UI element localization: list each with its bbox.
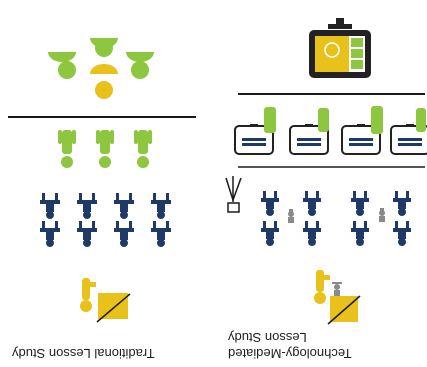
- robot-camera-icon: [288, 209, 294, 223]
- observer-icon: [95, 39, 113, 57]
- student-icon: [393, 191, 411, 216]
- left-panel: [8, 38, 196, 323]
- board-icon: [98, 293, 128, 319]
- student-icon: [303, 221, 321, 246]
- monitor-icon: [309, 18, 371, 78]
- student-icon: [151, 221, 171, 247]
- teacher-head-icon: [90, 64, 118, 74]
- teacher-group-top: [48, 38, 154, 99]
- student-icon: [351, 191, 369, 216]
- student-icon: [77, 193, 97, 219]
- right-panel: [225, 18, 427, 325]
- observer-row: [58, 130, 152, 168]
- student-icon: [114, 193, 134, 219]
- camera-tripod-icon: [225, 176, 242, 213]
- observer-head-icon: [48, 52, 76, 62]
- teacher-icon: [316, 270, 324, 292]
- observer-icon: [134, 130, 152, 168]
- students-grid: [40, 193, 171, 247]
- teacher-icon: [82, 278, 90, 300]
- observer-icon: [131, 61, 149, 79]
- student-icon: [40, 193, 60, 219]
- student-icon: [351, 221, 369, 246]
- observer-head-icon: [126, 52, 154, 62]
- observer-icon: [58, 130, 76, 168]
- teacher-at-board: [314, 270, 361, 325]
- student-icon: [261, 191, 279, 216]
- robot-camera-icon: [332, 282, 342, 296]
- right-panel-caption-line2: Lesson Study: [228, 330, 307, 345]
- student-icon: [393, 221, 411, 246]
- student-icon: [261, 221, 279, 246]
- observer-icon: [416, 108, 426, 132]
- teacher-at-board: [80, 278, 131, 323]
- observer-icon: [96, 130, 114, 168]
- right-panel-caption-line1: Technology-Mediated: [228, 346, 352, 361]
- student-icon: [40, 221, 60, 247]
- student-icon: [114, 221, 134, 247]
- student-icon: [77, 221, 97, 247]
- remote-observer-row: [234, 106, 427, 155]
- students-grid: [261, 191, 411, 246]
- student-icon: [303, 191, 321, 216]
- robot-camera-icon: [379, 208, 385, 222]
- left-panel-caption: Traditional Lesson Study: [12, 346, 155, 361]
- observer-icon: [58, 61, 76, 79]
- student-icon: [151, 193, 171, 219]
- teacher-icon: [95, 81, 113, 99]
- observer-icon: [318, 108, 329, 132]
- observer-icon: [264, 107, 276, 133]
- observer-icon: [371, 106, 383, 134]
